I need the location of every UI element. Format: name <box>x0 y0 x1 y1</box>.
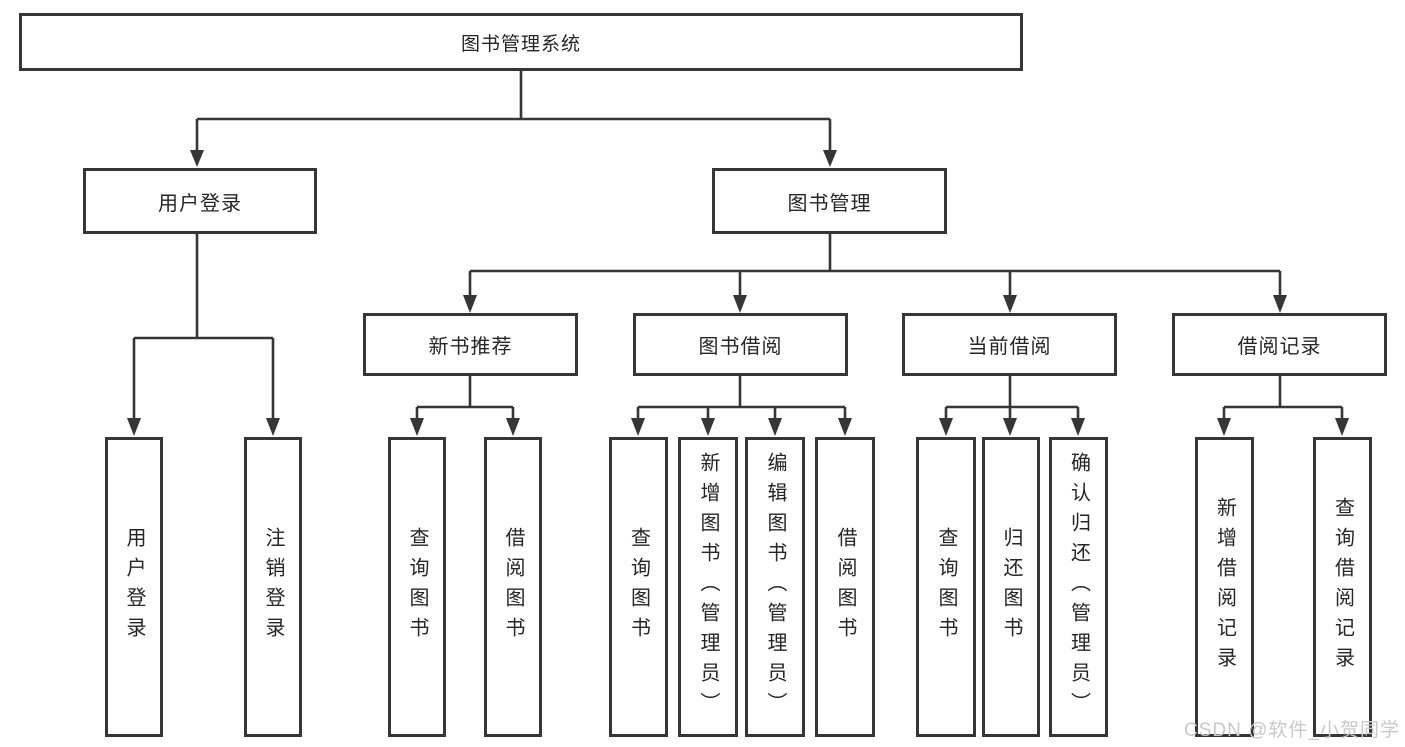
connector-userlogin-to-leaves <box>127 234 280 436</box>
leaf-label: 新增借阅记录 <box>1213 497 1236 677</box>
node-label: 图书借阅 <box>698 336 783 358</box>
leaf-label: 查询借阅记录 <box>1331 497 1354 677</box>
leaf-label: 借阅图书 <box>834 527 856 647</box>
leaf-label: 编辑图书（管理员） <box>764 452 786 722</box>
leaf-query-books-recommend: 查询图书 <box>388 437 446 737</box>
node-label: 当前借阅 <box>967 336 1052 358</box>
node-book-management: 图书管理 <box>712 168 947 234</box>
node-book-borrowing: 图书借阅 <box>633 313 848 376</box>
connector-borrowing-to-leaves <box>631 376 852 436</box>
leaf-confirm-return-admin: 确认归还（管理员） <box>1049 437 1108 737</box>
leaf-label: 查询图书 <box>935 527 957 647</box>
leaf-query-borrow-record: 查询借阅记录 <box>1313 437 1372 737</box>
node-label: 用户登录 <box>158 192 242 215</box>
leaf-label: 查询图书 <box>406 527 428 647</box>
node-new-book-recommend: 新书推荐 <box>363 313 578 376</box>
connector-records-to-leaves <box>1217 376 1349 436</box>
leaf-user-login: 用户登录 <box>105 437 163 737</box>
node-label: 新书推荐 <box>428 336 513 358</box>
leaf-label: 归还图书 <box>1000 527 1022 647</box>
leaf-label: 借阅图书 <box>502 527 524 647</box>
node-label: 借阅记录 <box>1237 336 1322 358</box>
leaf-add-books-admin: 新增图书（管理员） <box>678 437 738 737</box>
leaf-label: 新增图书（管理员） <box>697 452 719 722</box>
leaf-label: 注销登录 <box>262 527 284 647</box>
connector-current-to-leaves <box>939 376 1085 436</box>
leaf-label: 用户登录 <box>123 527 145 647</box>
watermark: CSDN @软件_小贺同学 <box>1184 720 1400 741</box>
leaf-label: 查询图书 <box>627 527 650 647</box>
leaf-borrow-books-recommend: 借阅图书 <box>484 437 542 737</box>
connector-recommend-to-leaves <box>410 376 520 436</box>
node-borrowing-records: 借阅记录 <box>1172 313 1387 376</box>
node-label: 图书管理 <box>787 192 872 215</box>
node-root: 图书管理系统 <box>19 13 1023 71</box>
leaf-logout-login: 注销登录 <box>244 437 302 737</box>
leaf-edit-books-admin: 编辑图书（管理员） <box>745 437 805 737</box>
leaf-query-books-borrowing: 查询图书 <box>609 437 668 737</box>
node-user-login: 用户登录 <box>83 168 317 234</box>
leaf-add-borrow-record: 新增借阅记录 <box>1195 437 1254 737</box>
connector-bookmgmt-to-level3 <box>463 234 1287 313</box>
connector-root-to-level2 <box>190 70 837 167</box>
leaf-return-books: 归还图书 <box>982 437 1040 737</box>
leaf-query-books-current: 查询图书 <box>916 437 976 737</box>
node-label: 图书管理系统 <box>460 33 581 55</box>
node-current-borrowing: 当前借阅 <box>902 313 1117 376</box>
leaf-label: 确认归还（管理员） <box>1067 452 1090 722</box>
leaf-borrow-books-borrowing: 借阅图书 <box>815 437 875 737</box>
